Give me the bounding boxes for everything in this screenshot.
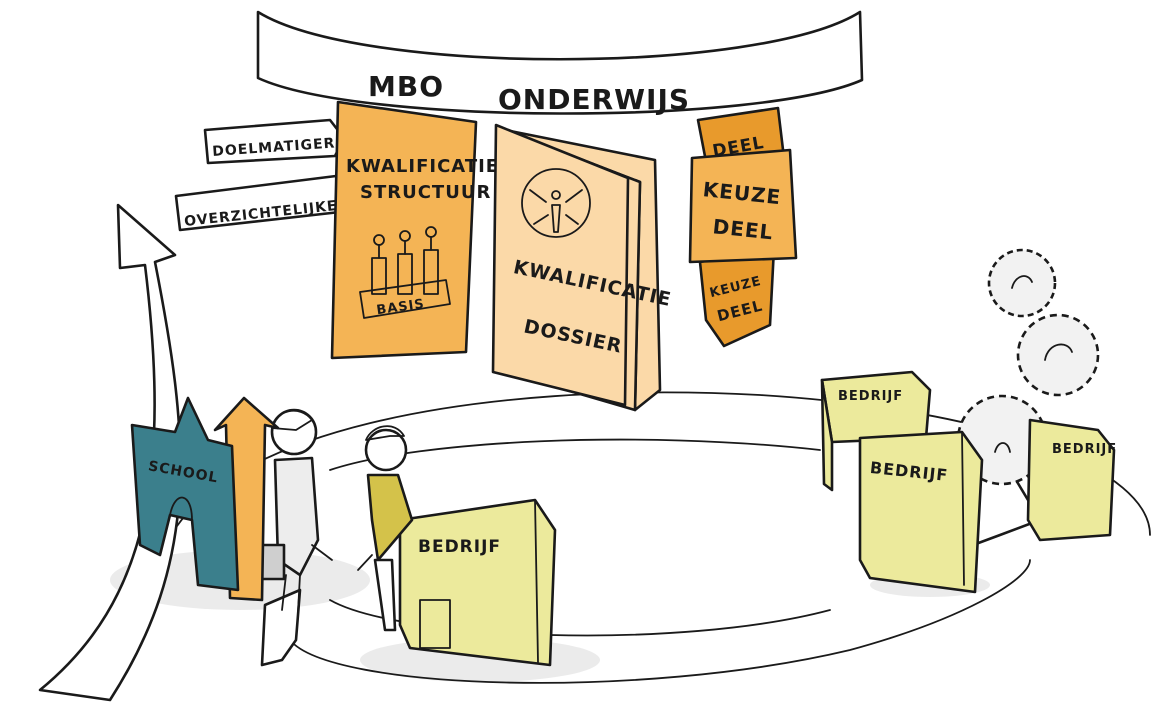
school-building: SCHOOL bbox=[130, 396, 240, 592]
bedrijf-building-3: BEDRIJF bbox=[858, 430, 984, 594]
bedrijf-door bbox=[419, 599, 451, 649]
path-arrow-head bbox=[260, 588, 302, 667]
bedrijf-building-4: BEDRIJF bbox=[398, 498, 557, 667]
banner-title-right: ONDERWIJS bbox=[498, 83, 690, 116]
tag-doelmatiger: DOELMATIGER bbox=[203, 118, 346, 165]
kwalificatiestructuur-sign: KWALIFICATIE STRUCTUUR BASIS bbox=[330, 100, 499, 360]
bedrijf-building-1: BEDRIJF bbox=[820, 370, 932, 492]
svg-text:BASIS: BASIS bbox=[376, 297, 426, 319]
briefcase bbox=[260, 543, 286, 581]
growth-arrow bbox=[38, 203, 182, 702]
svg-text:STRUCTUUR: STRUCTUUR bbox=[360, 182, 491, 203]
tag-overzichtelijker: OVERZICHTELIJKER bbox=[174, 174, 352, 232]
mbo-onderwijs-banner: MBO ONDERWIJS bbox=[256, 10, 864, 116]
banner-title-left: MBO bbox=[368, 70, 444, 103]
svg-text:KWALIFICATIE: KWALIFICATIE bbox=[346, 156, 499, 177]
person-student bbox=[357, 425, 414, 632]
svg-text:BEDRIJF: BEDRIJF bbox=[418, 537, 501, 557]
person-woman bbox=[260, 408, 333, 613]
keuzedeel-signs: DEEL KEUZE DEEL KEUZE DEEL bbox=[688, 106, 798, 348]
svg-text:BEDRIJF: BEDRIJF bbox=[838, 389, 903, 404]
svg-text:BEDRIJF: BEDRIJF bbox=[1052, 442, 1117, 457]
kwalificatiedossier-book: KWALIFICATIE DOSSIER bbox=[491, 123, 674, 412]
bedrijf-building-2: BEDRIJF bbox=[1026, 418, 1117, 542]
basis-plinth: BASIS bbox=[359, 226, 451, 319]
